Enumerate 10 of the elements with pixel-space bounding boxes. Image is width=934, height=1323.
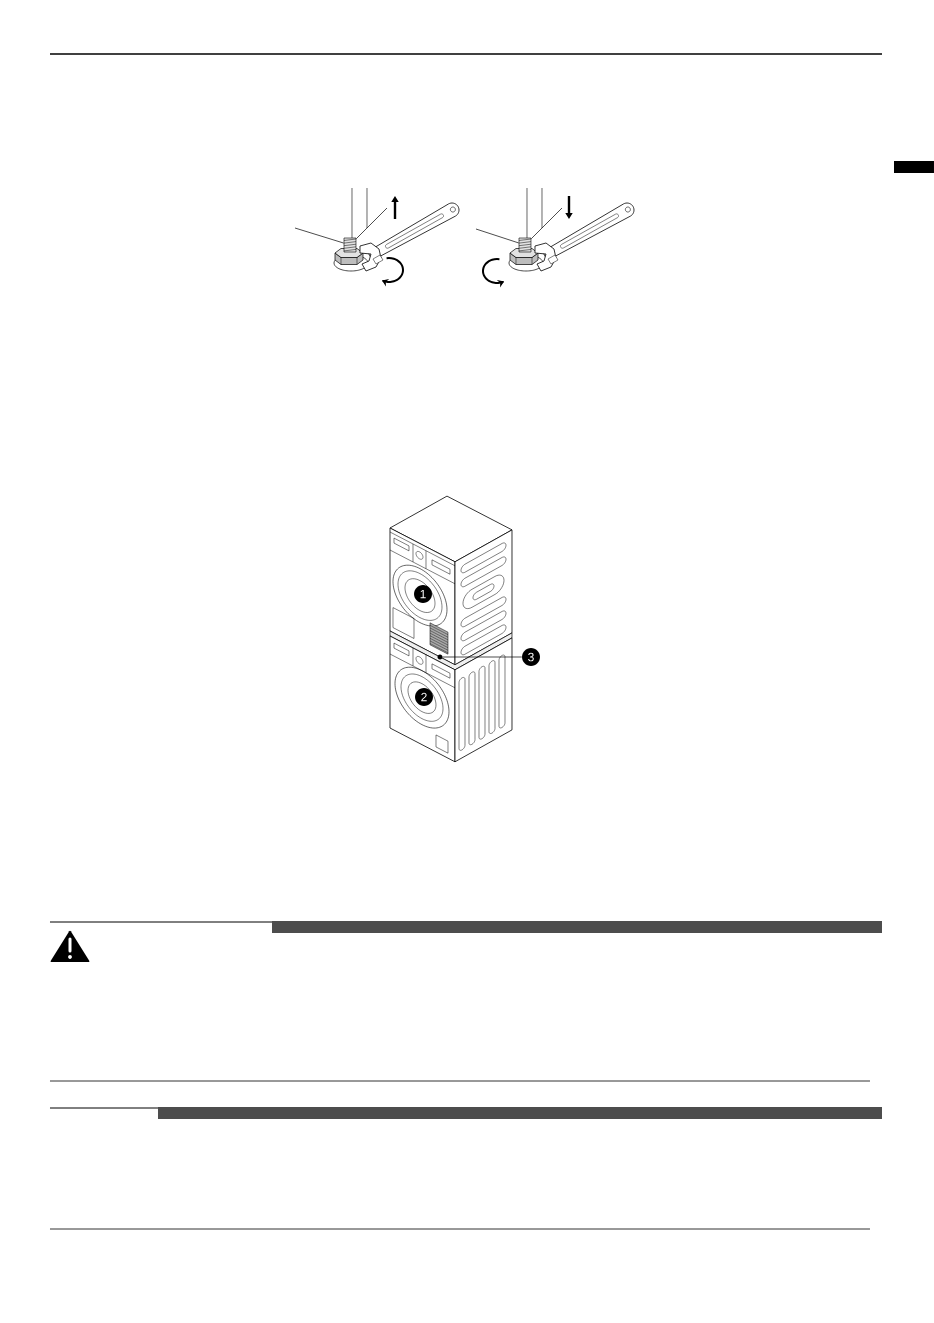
threaded-foot (343, 237, 357, 253)
leader-line (475, 228, 520, 244)
callout-number: 1 (414, 585, 432, 603)
threaded-foot (518, 237, 532, 253)
leader-line (442, 656, 523, 658)
callout-number: 2 (415, 688, 433, 706)
leader-line (294, 227, 345, 244)
callout-number: 3 (522, 648, 540, 666)
leader-line (530, 207, 563, 240)
leader-line (355, 207, 388, 240)
